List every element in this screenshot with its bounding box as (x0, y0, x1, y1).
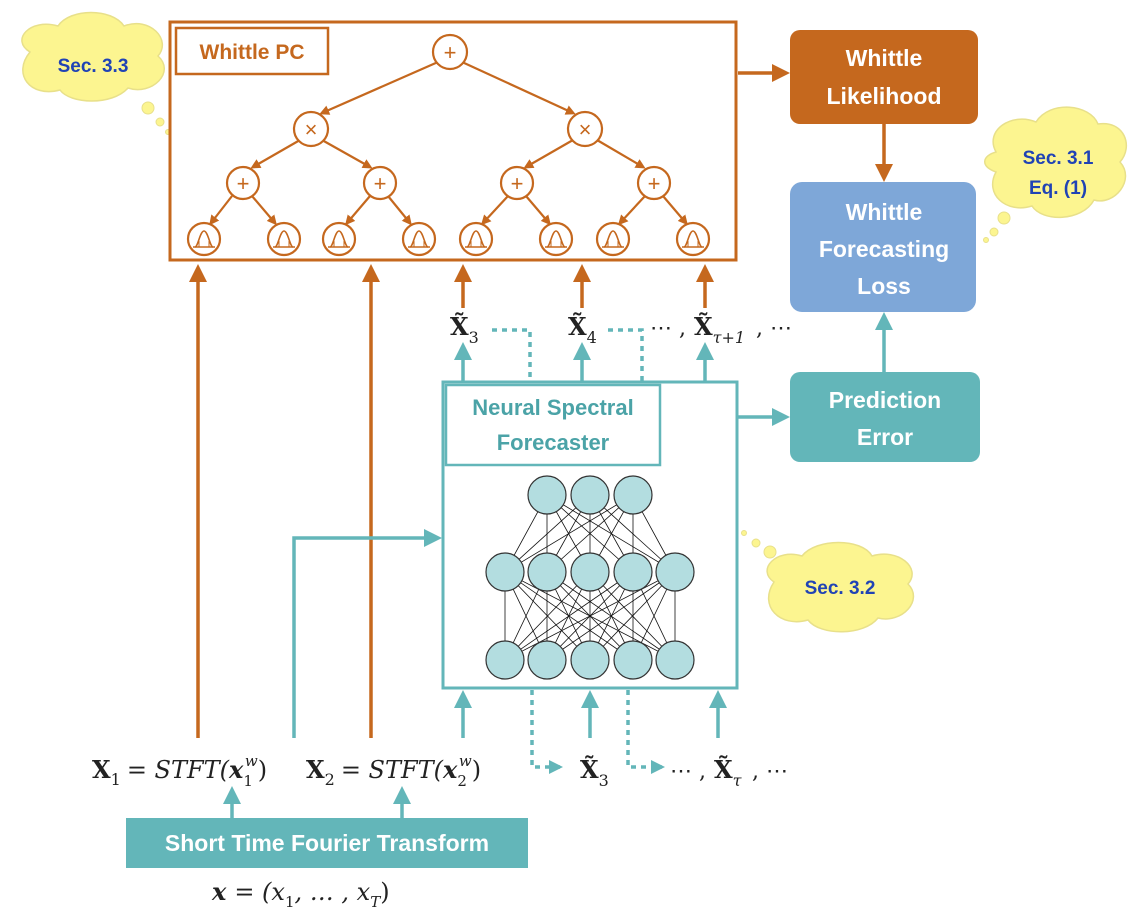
pred-top-x4: X̃4 (568, 312, 597, 347)
nn-edge (546, 494, 676, 573)
svg-text:Likelihood: Likelihood (827, 83, 942, 109)
svg-text:Prediction: Prediction (829, 387, 941, 413)
pc-leaf-3 (321, 221, 357, 257)
pred-top-x3: X̃3 (450, 312, 479, 347)
callout-sec32-text: Sec. 3.2 (805, 578, 876, 599)
stft-box: Short Time Fourier Transform (126, 818, 528, 868)
pred-bottom-tail: , ⋯ (752, 759, 788, 784)
arrow-x1-to-forecaster (292, 529, 442, 738)
pred-bottom-dots: ⋯ , (670, 759, 706, 784)
svg-text:+: + (444, 40, 457, 65)
pc-sum-2: + (362, 165, 398, 201)
nn-node-l2-4 (613, 552, 653, 592)
nn-node-l3-1 (485, 640, 525, 680)
callout-sec33-text: Sec. 3.3 (58, 56, 129, 77)
nn-edge (504, 571, 676, 661)
nn-edge (504, 494, 634, 573)
whittle-pc: Whittle PC + × × (168, 20, 738, 262)
nn-node-l2-2 (527, 552, 567, 592)
nn-node-l1-3 (613, 475, 653, 515)
pred-top-xtau: X̃τ+1 (694, 312, 745, 347)
nn-edge (504, 571, 591, 661)
nn-node-l2-1 (485, 552, 525, 592)
pc-sum-root: + (431, 33, 469, 71)
forecaster-label-box (444, 383, 662, 467)
nn-node-l2-5 (655, 552, 695, 592)
nn-layers (485, 475, 695, 680)
nn-node-l3-5 (655, 640, 695, 680)
svg-text:Neural Spectral: Neural Spectral (472, 395, 633, 420)
svg-text:Forecasting: Forecasting (819, 236, 949, 262)
pc-leaf-8 (675, 221, 711, 257)
nn-node-l3-4 (613, 640, 653, 680)
pc-product-left: × (292, 110, 330, 148)
x1-equation: X1= STFT(x1w) (92, 752, 267, 790)
neural-spectral-forecaster: Neural Spectral Forecaster (441, 380, 739, 690)
svg-text:+: + (648, 171, 661, 196)
whittle-likelihood-box: Whittle Likelihood (790, 30, 978, 124)
pred-top-dots: ⋯ , (650, 316, 686, 341)
nn-node-l3-2 (527, 640, 567, 680)
pred-top-tail: , ⋯ (756, 316, 792, 341)
pc-leaf-2 (266, 221, 302, 257)
nn-edge (589, 571, 676, 661)
prediction-error-box: Prediction Error (790, 372, 980, 462)
svg-text:Forecaster: Forecaster (497, 430, 610, 455)
whittle-pc-label: Whittle PC (200, 41, 305, 64)
svg-text:+: + (511, 171, 524, 196)
svg-text:Whittle: Whittle (846, 45, 923, 71)
svg-text:×: × (579, 117, 592, 142)
nn-node-l1-1 (527, 475, 567, 515)
pred-bottom-xtau: X̃τ (714, 755, 743, 790)
svg-text:Whittle: Whittle (846, 199, 923, 225)
whittle-forecasting-loss-box: Whittle Forecasting Loss (790, 182, 976, 312)
callout-sec33: Sec. 3.3 (21, 11, 171, 135)
input-series: x= (x1, … , xT) (211, 877, 390, 911)
pc-sum-3: + (499, 165, 535, 201)
x2-equation: X2= STFT(x2w) (306, 752, 481, 790)
whittle-pc-label-box (174, 26, 330, 76)
pc-leaf-1 (186, 221, 222, 257)
svg-text:Short Time Fourier Transform: Short Time Fourier Transform (165, 830, 489, 856)
callout-sec31-line2: Eq. (1) (1029, 178, 1087, 199)
nn-node-l3-3 (570, 640, 610, 680)
callout-sec32: Sec. 3.2 (741, 530, 915, 633)
pc-leaf-5 (458, 221, 494, 257)
pred-bottom-x3: X̃3 (580, 755, 609, 790)
callout-sec31-line1: Sec. 3.1 (1023, 148, 1094, 169)
pc-leaf-4 (401, 221, 437, 257)
svg-text:+: + (237, 171, 250, 196)
svg-text:+: + (374, 171, 387, 196)
svg-text:Error: Error (857, 424, 913, 450)
pc-leaf-6 (538, 221, 574, 257)
nn-node-l1-2 (570, 475, 610, 515)
svg-text:×: × (305, 117, 318, 142)
callout-sec31: Sec. 3.1 Eq. (1) (983, 106, 1128, 243)
nn-node-l2-3 (570, 552, 610, 592)
pc-product-right: × (566, 110, 604, 148)
pc-leaf-7 (595, 221, 631, 257)
pc-sum-1: + (225, 165, 261, 201)
dotted-feedback-top (492, 328, 644, 382)
nn-edge (546, 571, 676, 661)
pc-sum-4: + (636, 165, 672, 201)
nn-edge (504, 571, 634, 661)
svg-text:Loss: Loss (857, 273, 911, 299)
